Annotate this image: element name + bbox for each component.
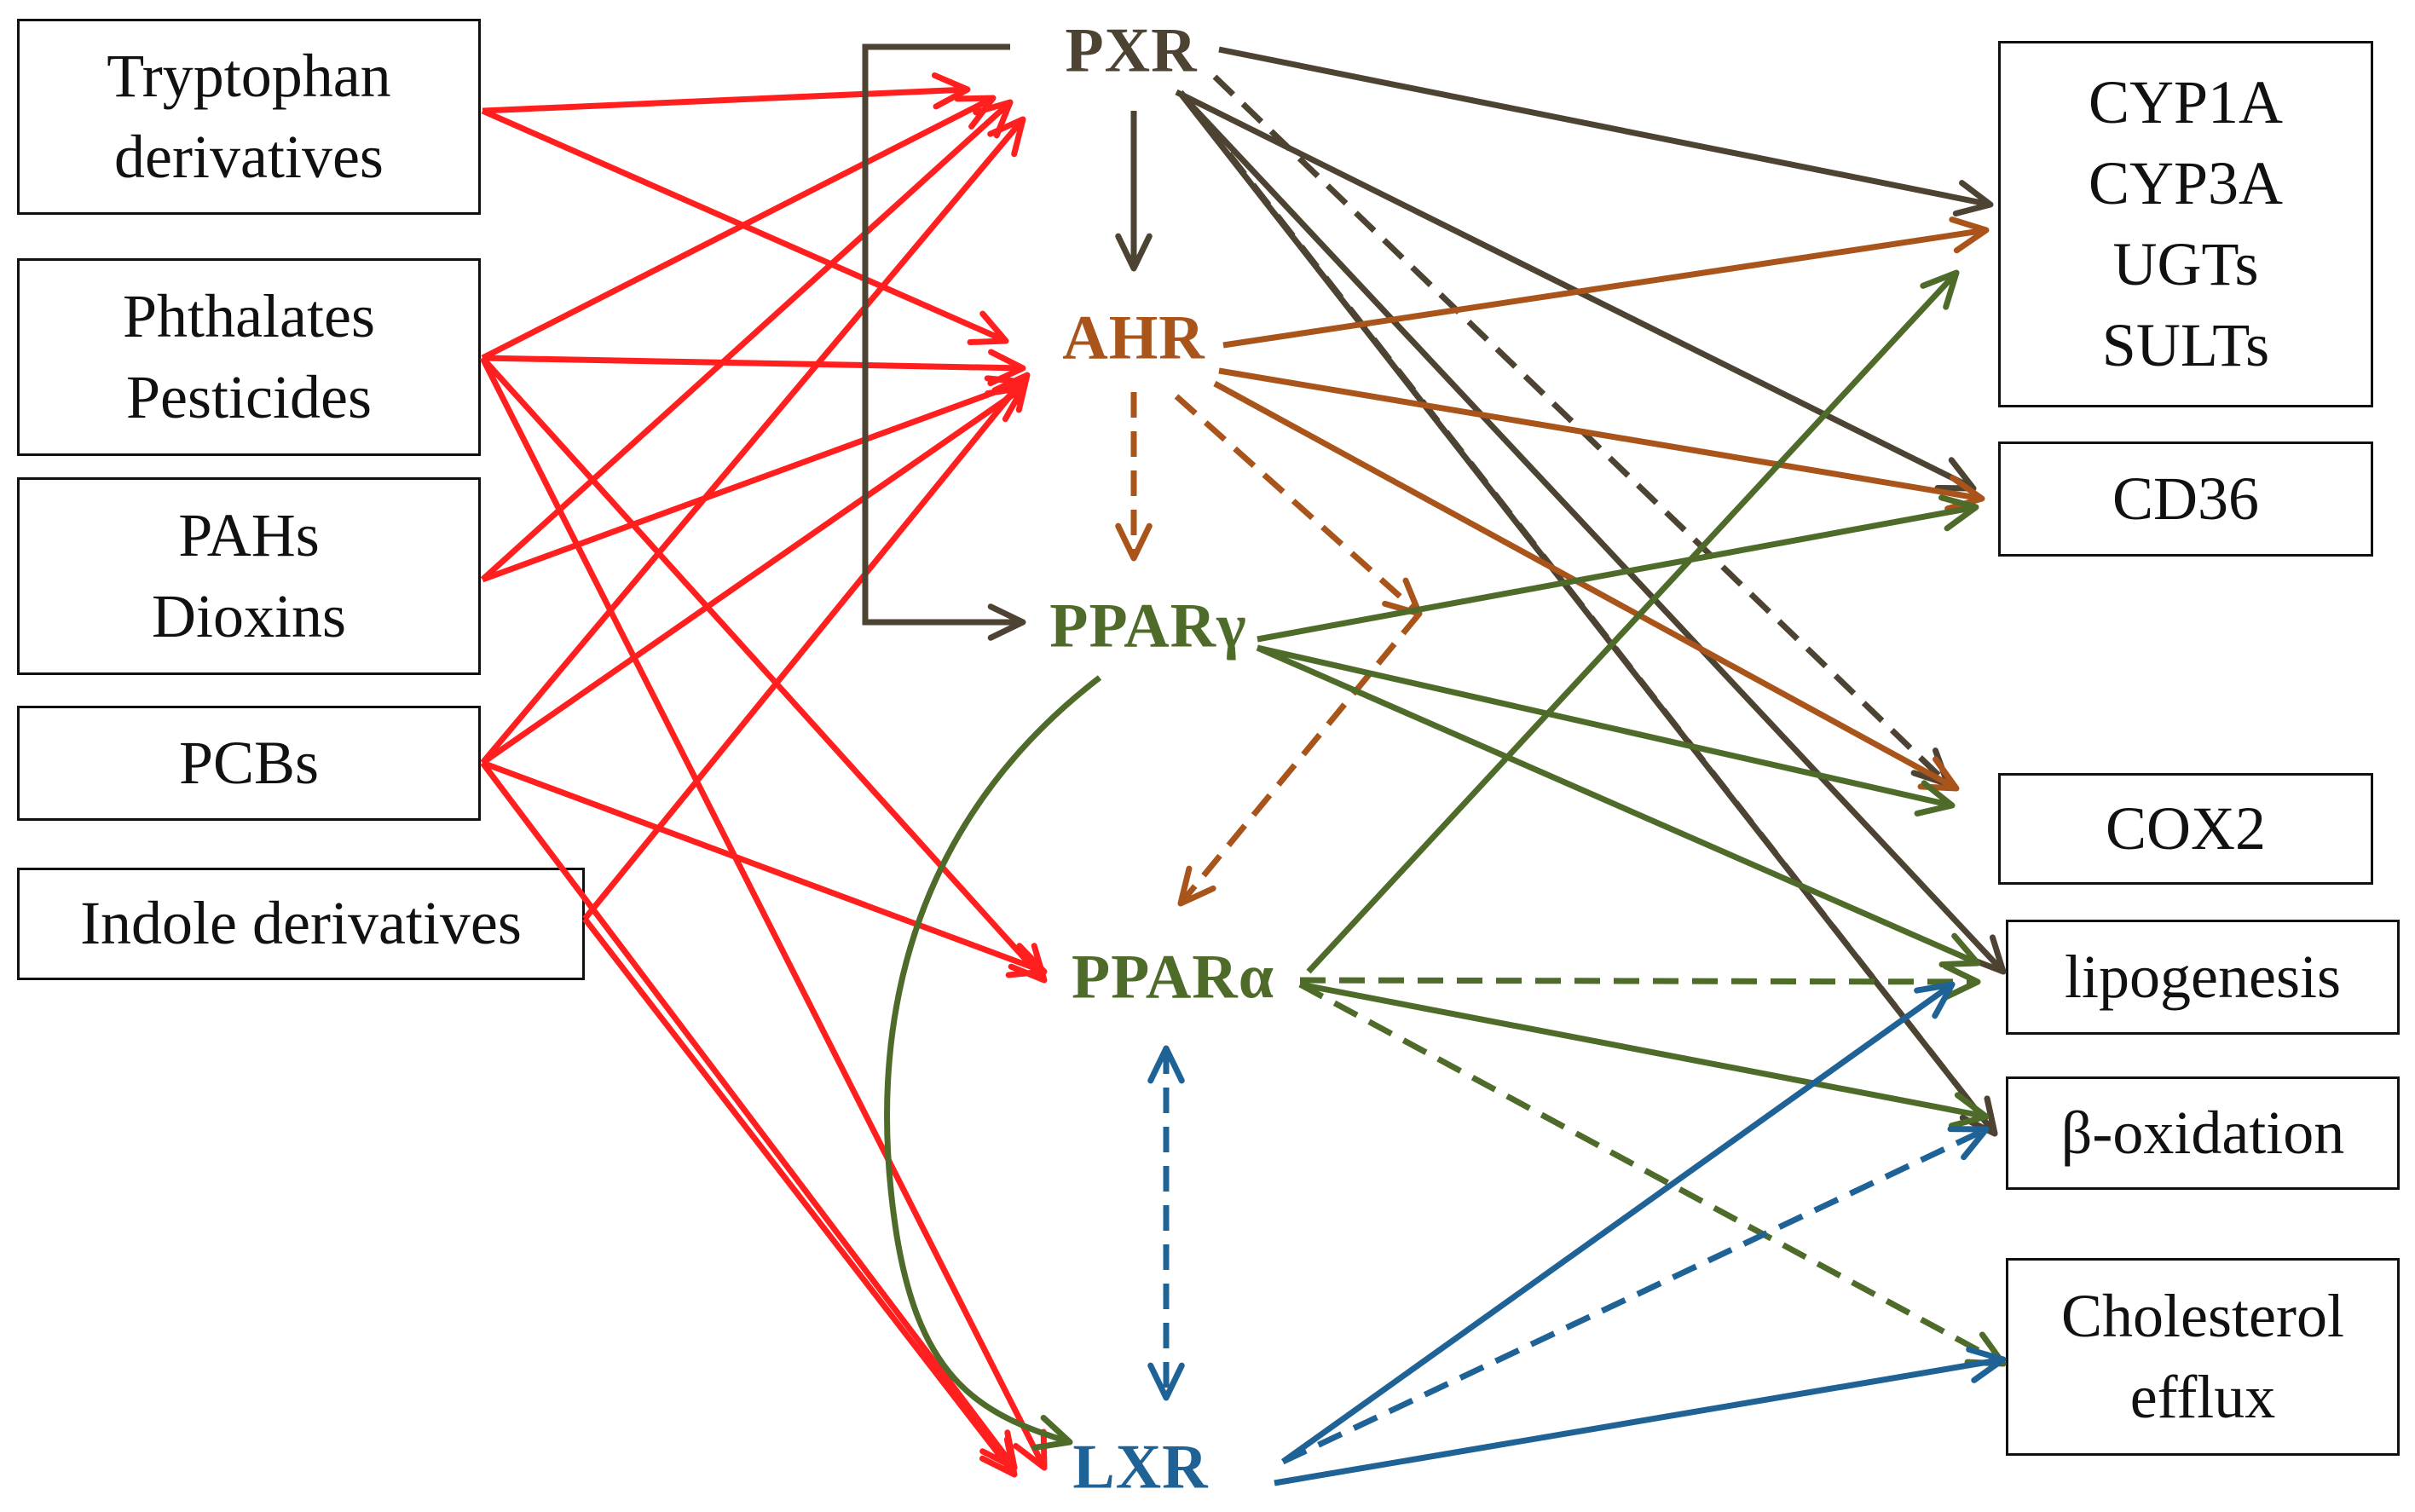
target-lipogenesis-label: lipogenesis (2065, 942, 2341, 1011)
arrow-ppara-to-cyp (1306, 269, 1960, 974)
arrow-pxr-to-cyp (1218, 46, 1994, 216)
target-cox2: COX2 (1998, 773, 2373, 885)
target-lipogenesis: lipogenesis (2006, 920, 2400, 1035)
arrow-ahr-ppara-lower-dashed (1177, 611, 1422, 907)
source-phthalates-line1: Phthalates (123, 281, 375, 350)
arrow-pcbs-to-ppara (481, 759, 1048, 978)
receptor-pxr: PXR (1065, 15, 1198, 86)
target-cyp-ugt-sult: CYP1A CYP3A UGTs SULTs (1998, 41, 2373, 407)
arrow-pparg-to-lxr (884, 675, 1102, 1451)
arrow-ahr-to-cox2 (1213, 380, 1960, 792)
source-indole-line1: Indole derivatives (80, 889, 522, 958)
arrow-phthalates-to-lxr (479, 356, 1048, 1471)
arrow-pparg-to-lipogenesis (1256, 644, 1981, 968)
receptor-lxr: LXR (1072, 1432, 1209, 1503)
arrow-pparg-to-cd36 (1257, 494, 1979, 643)
arrow-ahr-to-pparg-dashed (1115, 392, 1153, 562)
source-phthalates-line2: Pesticides (126, 363, 372, 431)
arrow-pxr-to-pparg (862, 43, 1026, 641)
target-cyp3a: CYP3A (2088, 148, 2284, 217)
arrow-ppara-to-boxidation (1299, 981, 1990, 1129)
arrow-ppara-to-lipogenesis-dashed (1299, 963, 1981, 1001)
arrow-pcbs-to-pxr (480, 116, 1026, 765)
arrow-pxr-to-ahr (1115, 111, 1153, 272)
target-ugts: UGTs (2112, 230, 2259, 298)
target-sults: SULTs (2101, 311, 2270, 380)
arrow-ahr-to-cyp (1222, 216, 1990, 349)
arrow-lxr-to-lipogenesis (1280, 981, 1956, 1464)
target-cholesterol-efflux: Cholesterol efflux (2006, 1258, 2400, 1456)
receptor-pparg: PPARγ (1049, 591, 1247, 661)
target-cd36: CD36 (1998, 441, 2373, 557)
target-cox2-label: COX2 (2105, 794, 2266, 863)
receptor-ppara: PPARα (1071, 942, 1275, 1013)
arrow-pparg-to-cox2 (1257, 644, 1956, 817)
target-cholesterol-line2: efflux (2129, 1363, 2276, 1431)
source-tryptophan-line1: Tryptophan (107, 41, 391, 110)
arrow-ppara-lxr-dashed (1147, 1045, 1185, 1401)
arrow-lxr-to-cholesterol (1274, 1346, 2007, 1486)
source-pahs-line2: Dioxins (151, 582, 347, 650)
arrow-phthalates-to-ahr (482, 349, 1026, 387)
source-indole-derivatives: Indole derivatives (17, 868, 585, 980)
source-pcbs: PCBs (17, 706, 481, 821)
arrow-pcbs-to-lxr (480, 760, 1018, 1471)
target-cd36-label: CD36 (2112, 464, 2260, 533)
source-tryptophan-derivatives: Tryptophan derivatives (17, 19, 481, 215)
target-cholesterol-line1: Cholesterol (2061, 1281, 2344, 1350)
arrow-phthalates-to-pxr (481, 95, 997, 361)
source-pahs-dioxins: PAHs Dioxins (17, 477, 481, 675)
source-phthalates-pesticides: Phthalates Pesticides (17, 258, 481, 456)
arrow-phthalates-to-ppara (480, 355, 1048, 984)
arrow-ahr-to-cd36 (1218, 367, 1985, 512)
source-tryptophan-line2: derivatives (114, 123, 384, 191)
target-beta-oxidation-label: β-oxidation (2060, 1098, 2345, 1167)
arrow-pahs-to-pxr (480, 99, 1014, 582)
target-cyp1a: CYP1A (2088, 67, 2284, 136)
arrow-indole-to-lxr (582, 916, 1018, 1478)
arrow-indole-to-ahr (582, 372, 1031, 921)
target-beta-oxidation: β-oxidation (2006, 1076, 2400, 1190)
arrow-lxr-to-boxidation-dashed (1281, 1126, 1990, 1465)
source-pahs-line1: PAHs (178, 500, 320, 569)
arrow-pxr-to-lipogenesis (1178, 91, 2007, 975)
receptor-ahr: AHR (1062, 303, 1205, 373)
source-pcbs-line1: PCBs (178, 728, 320, 797)
arrow-tryptophan-to-pxr (482, 72, 971, 114)
